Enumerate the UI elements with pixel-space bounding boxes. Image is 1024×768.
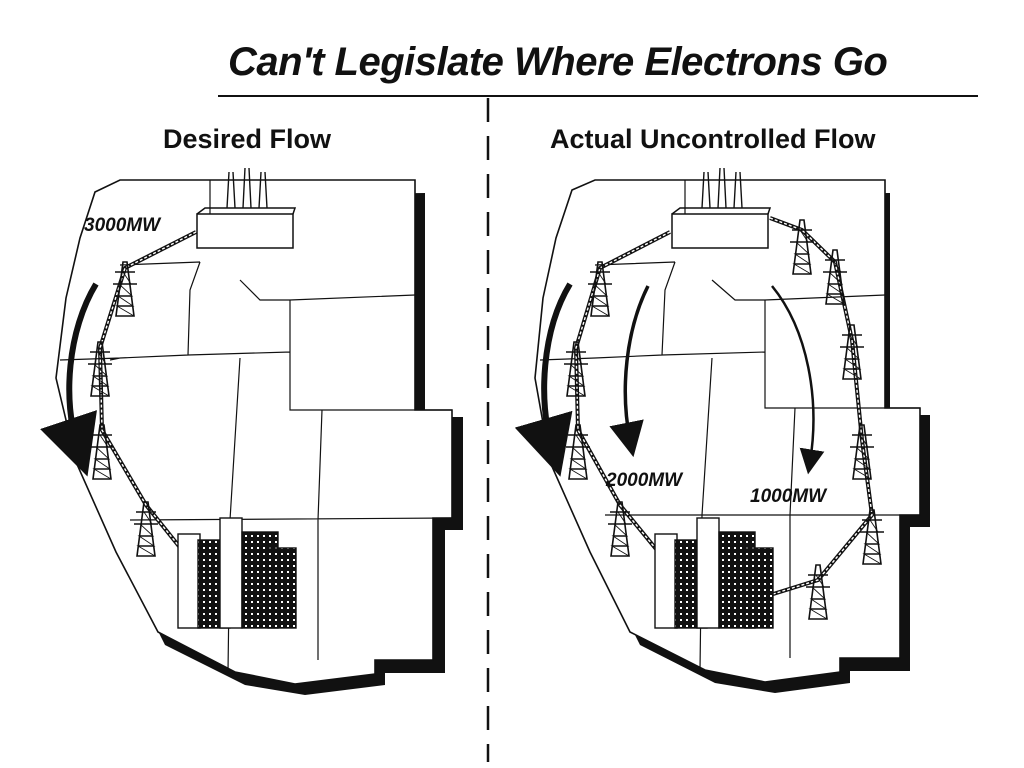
left-panel-map: 3000MW — [40, 167, 463, 695]
right-flow-label-west: 2000MW — [605, 470, 684, 491]
page-title: Can't Legislate Where Electrons Go — [228, 40, 888, 84]
right-panel-title: Actual Uncontrolled Flow — [550, 124, 876, 154]
left-flow-label: 3000MW — [84, 215, 162, 236]
title-underline — [218, 95, 978, 97]
right-flow-label-east: 1000MW — [750, 486, 828, 507]
left-panel-title: Desired Flow — [163, 124, 332, 154]
city-buildings-icon — [177, 517, 297, 629]
right-panel-map: 2000MW 1000MW — [514, 167, 930, 693]
city-buildings-icon — [654, 517, 774, 629]
